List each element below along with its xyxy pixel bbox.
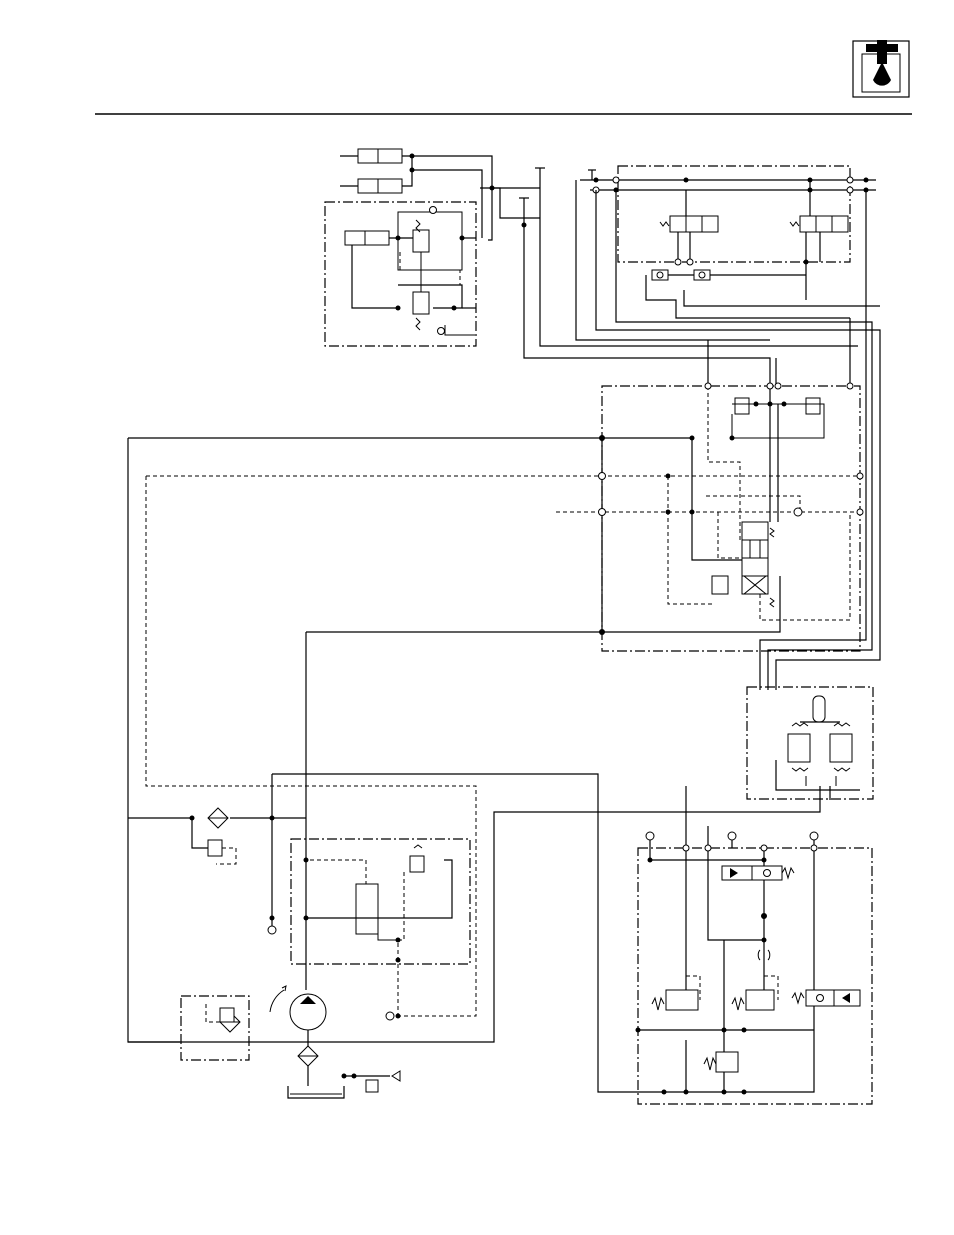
steer-cylinder-1 bbox=[340, 149, 402, 163]
manifold-relief-valves bbox=[652, 950, 860, 1072]
return-filter bbox=[208, 808, 236, 864]
directional-valve-nodes bbox=[599, 383, 864, 635]
lift-valve-block bbox=[325, 202, 476, 346]
breather-filter bbox=[181, 996, 249, 1060]
directional-control-valve bbox=[712, 522, 774, 607]
cylinder-lines bbox=[402, 156, 858, 378]
long-return-lines bbox=[576, 188, 880, 690]
solenoid-dump-valve bbox=[722, 866, 794, 880]
pump bbox=[270, 986, 326, 1046]
pump-control-manifold bbox=[638, 786, 872, 1104]
lower-left-nodes bbox=[190, 816, 401, 1093]
joystick-controller bbox=[128, 687, 873, 1042]
solenoid-valve-right bbox=[790, 180, 848, 300]
steer-cylinder-2 bbox=[340, 179, 402, 193]
main-return-lines bbox=[128, 438, 814, 1092]
pressure-control-valve bbox=[291, 839, 470, 1016]
solenoid-valve-block bbox=[576, 166, 876, 262]
shuttle-valves bbox=[646, 270, 880, 318]
pressure-reducing-valves bbox=[708, 386, 824, 540]
solenoid-valve-left bbox=[660, 190, 718, 262]
hydraulic-oil-drop-icon bbox=[853, 40, 909, 97]
suction-strainer bbox=[298, 1046, 318, 1086]
